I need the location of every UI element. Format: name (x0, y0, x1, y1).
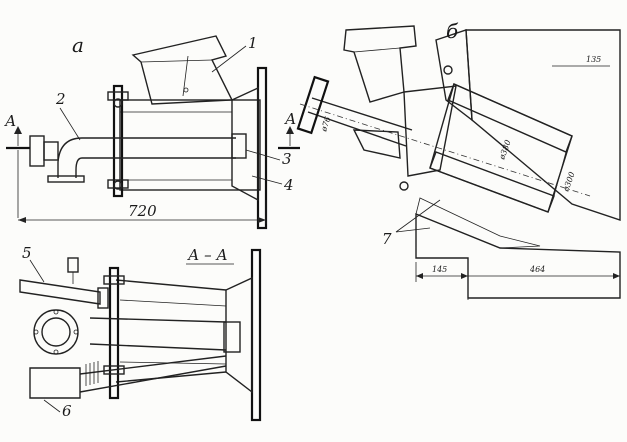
view-b-label: б (446, 19, 459, 43)
exit-diameter: ø300 (561, 171, 577, 194)
callout-5: 5 (22, 244, 32, 262)
callout-4: 4 (283, 176, 294, 194)
dimension-720: 720 (128, 202, 157, 220)
section-mark-left: А (4, 112, 16, 130)
dimension-145: 145 (432, 265, 447, 274)
callout-7: 7 (382, 230, 392, 248)
dimension-464: 464 (529, 265, 545, 274)
section-mark-right: А (284, 110, 296, 128)
section-aa (19, 248, 262, 422)
view-a-label: а (72, 33, 84, 57)
view-b (296, 25, 621, 300)
callout-3: 3 (282, 150, 292, 168)
callout-2: 2 (55, 90, 66, 108)
section-aa-title: А – А (187, 246, 228, 264)
view-a (6, 35, 300, 230)
callout-1: 1 (248, 34, 258, 52)
callout-6: 6 (62, 402, 72, 420)
pipe-diameter: ø76 (319, 116, 333, 134)
dimension-135: 135 (586, 55, 601, 64)
